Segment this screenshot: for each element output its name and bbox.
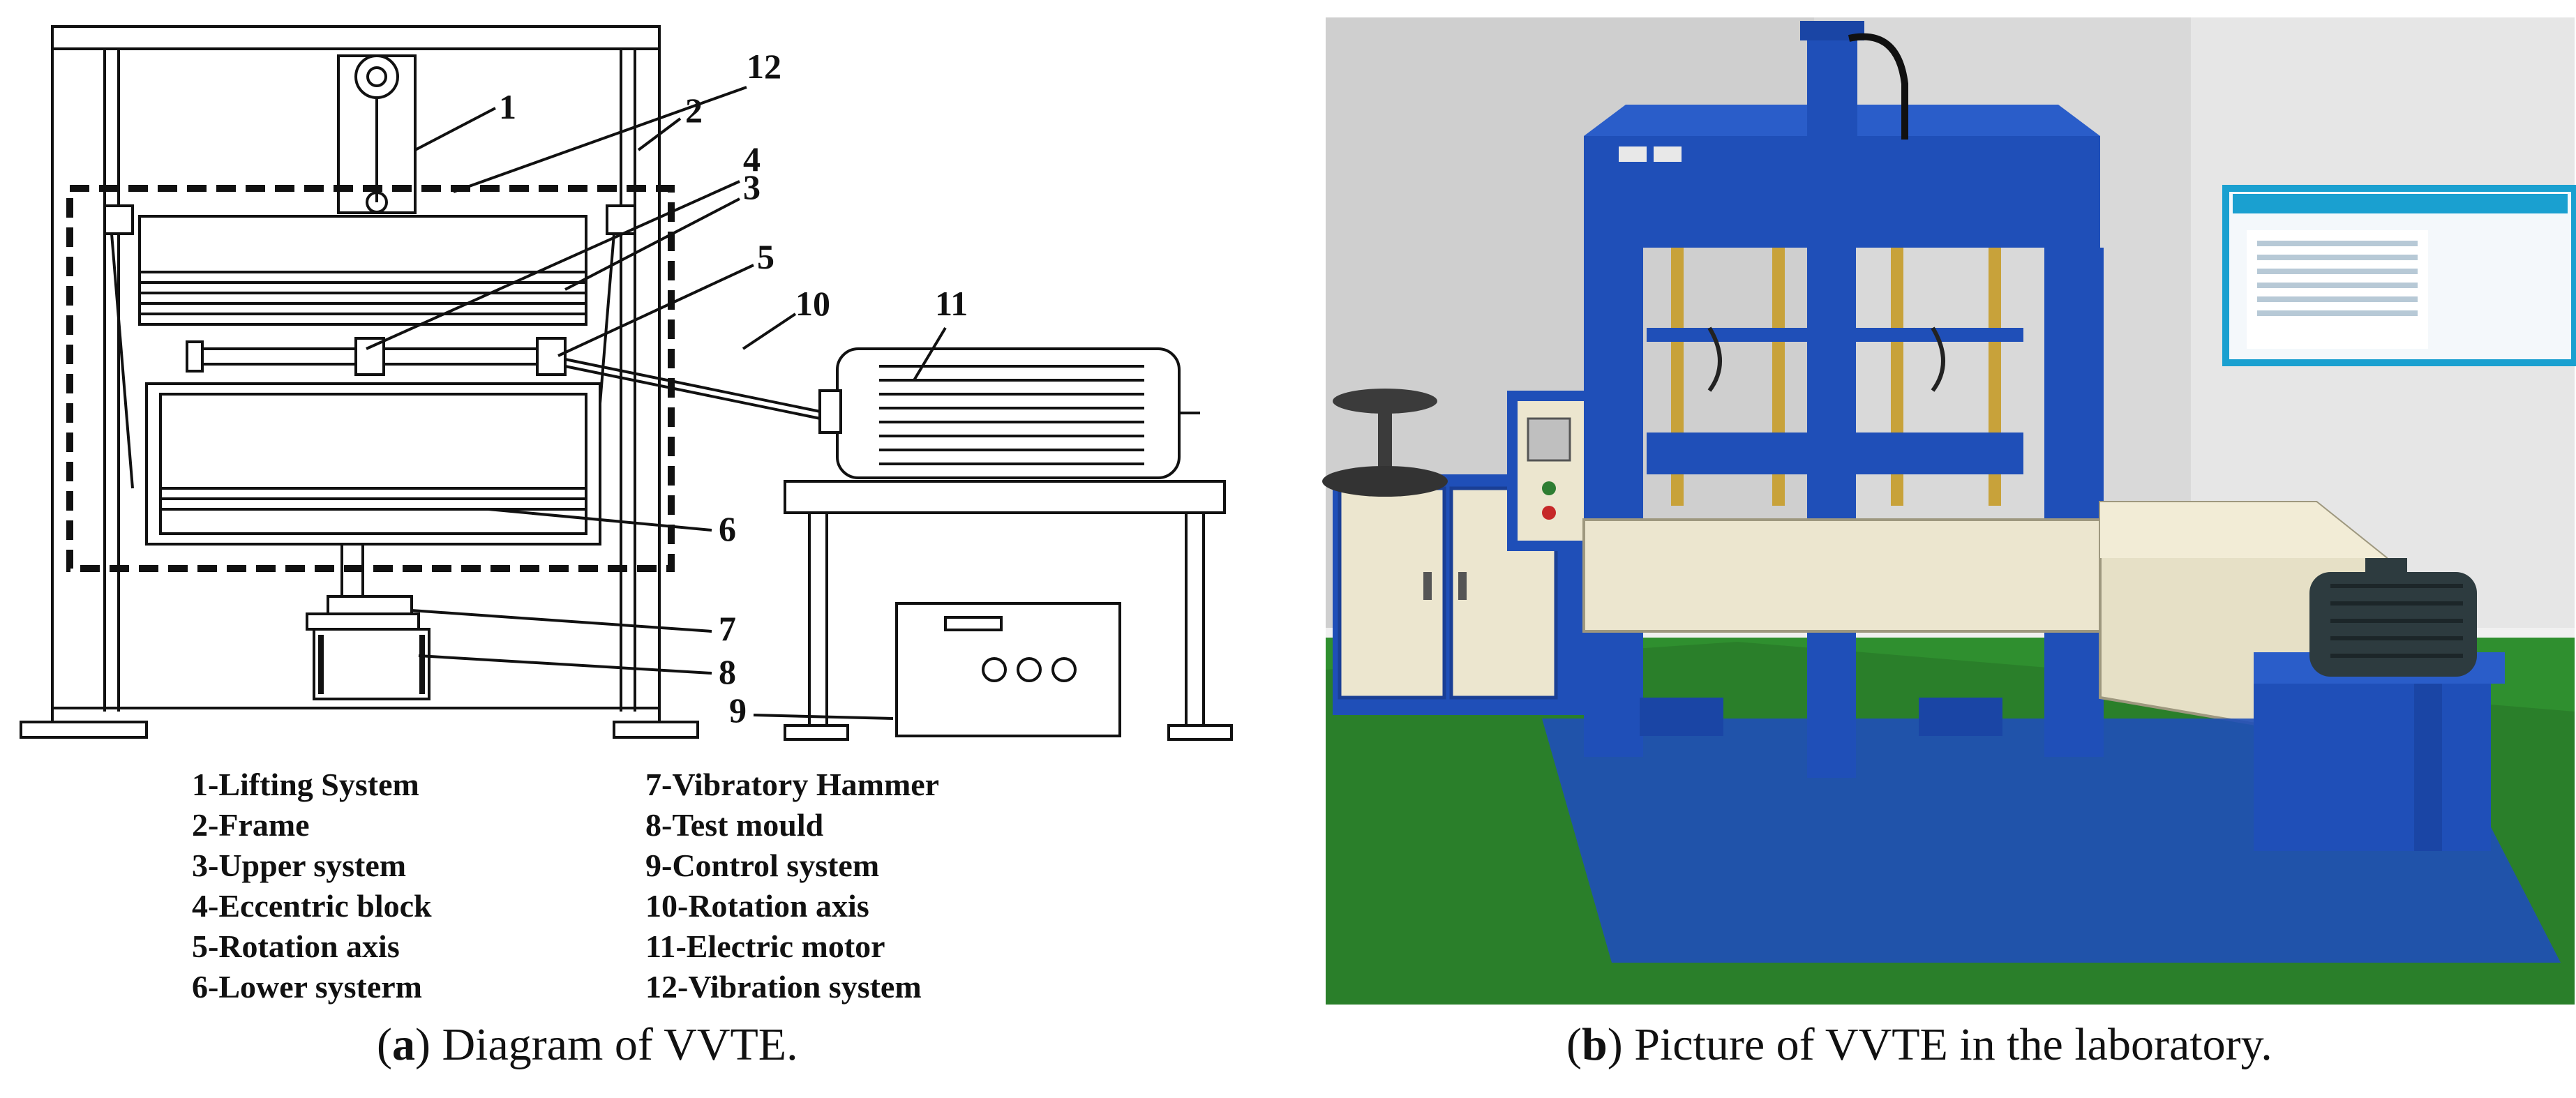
legend-item-2: 2-Frame <box>192 807 310 843</box>
legend-item-9: 9-Control system <box>645 848 880 883</box>
frame-foot-left <box>20 721 148 739</box>
callout-8: 8 <box>719 652 736 691</box>
callout-10: 10 <box>795 284 830 323</box>
legend-item-3: 3-Upper system <box>192 848 407 883</box>
legend-item-6: 6-Lower systerm <box>192 969 422 1005</box>
lab-photo <box>1322 17 2576 1005</box>
diagram-panel: 1 2 3 4 5 6 7 8 9 10 11 12 1-Lifting Sys… <box>20 25 1233 1070</box>
callout-2: 2 <box>685 91 703 130</box>
callout-4: 4 <box>743 140 761 179</box>
eccentric-block <box>354 337 385 376</box>
caption-b-letter: b <box>1581 1019 1608 1070</box>
legend-item-4: 4-Eccentric block <box>192 888 432 924</box>
callout-6: 6 <box>719 509 736 548</box>
test-mould <box>313 628 430 700</box>
frame-foot-right <box>613 721 699 739</box>
legend-item-10: 10-Rotation axis <box>645 888 869 924</box>
caption-b: (b) Picture of VVTE in the laboratory. <box>1566 1019 2272 1070</box>
caption-b-text: Picture of VVTE in the laboratory. <box>1622 1019 2272 1070</box>
left-column <box>1584 248 1643 757</box>
legend-item-8: 8-Test mould <box>645 807 824 843</box>
frame-top-beam <box>51 25 661 50</box>
photo-panel: (b) Picture of VVTE in the laboratory. <box>1319 0 2576 1098</box>
callout-5: 5 <box>757 237 774 276</box>
callout-3: 3 <box>743 167 761 206</box>
callout-1: 1 <box>499 87 516 126</box>
callout-11: 11 <box>935 284 968 323</box>
upper-system <box>138 215 587 326</box>
legend-item-12: 12-Vibration system <box>645 969 922 1005</box>
legend-item-11: 11-Electric motor <box>645 928 885 964</box>
electric-motor <box>836 347 1181 479</box>
lower-system <box>145 382 601 546</box>
caption-a-text: Diagram of VVTE. <box>430 1019 798 1070</box>
motor-stand <box>2254 670 2491 851</box>
lifting-cylinder-photo <box>1807 28 1857 146</box>
safety-cover <box>1582 518 2102 633</box>
electric-motor-photo <box>2309 572 2477 677</box>
callout-12: 12 <box>747 47 781 86</box>
caption-a-letter: a <box>391 1019 415 1070</box>
right-column <box>2044 248 2104 757</box>
legend-item-5: 5-Rotation axis <box>192 928 400 964</box>
callout-7: 7 <box>719 609 736 648</box>
callout-9: 9 <box>729 691 747 730</box>
vvte-schematic: 1 2 3 4 5 6 7 8 9 10 11 12 <box>20 25 1233 741</box>
motor-table <box>784 480 1226 514</box>
caption-a: (a) Diagram of VVTE. <box>377 1019 798 1070</box>
vibration-system-box <box>66 185 675 572</box>
legend-item-1: 1-Lifting System <box>192 767 419 802</box>
control-system <box>895 602 1121 737</box>
legend-item-7: 7-Vibratory Hammer <box>645 767 940 802</box>
